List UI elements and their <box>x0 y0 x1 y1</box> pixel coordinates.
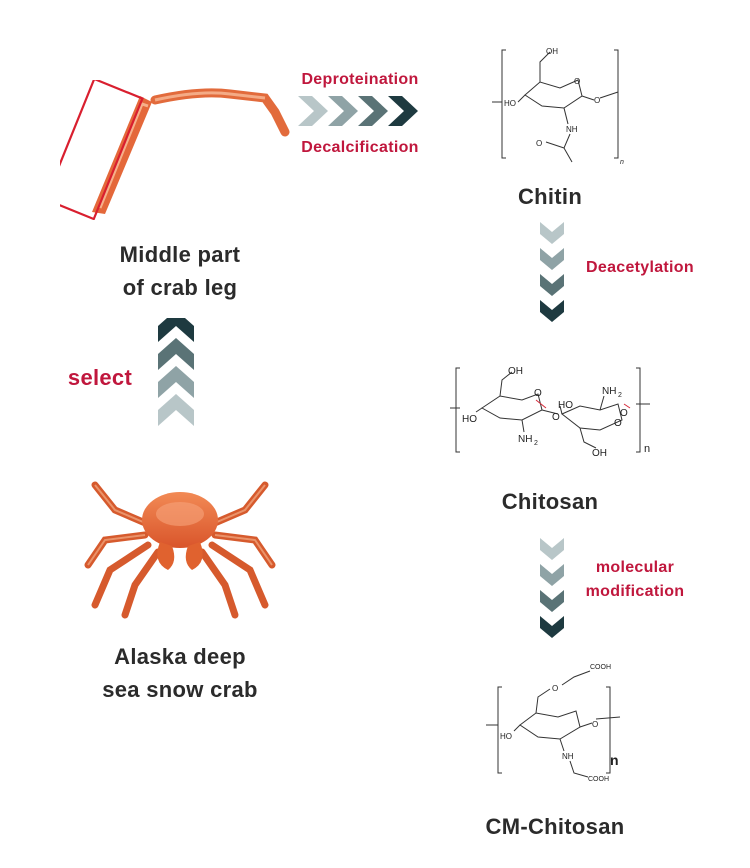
modification-label: molecular modification <box>585 559 685 600</box>
chitosan-o4: O <box>614 418 622 429</box>
chitosan-sub2-a: 2 <box>534 440 538 447</box>
chevron-up-icon <box>158 394 194 426</box>
chevron-down-icon <box>540 564 564 586</box>
deacetylation-label: Deacetylation <box>586 259 694 276</box>
cm-cooh-top: COOH <box>590 664 611 671</box>
chevron-right-icon <box>358 96 388 126</box>
cm-chitosan-structure: COOH O O HO NH COOH n <box>486 664 621 783</box>
chevron-down-icon <box>540 274 564 296</box>
chevron-right-icon <box>328 96 358 126</box>
chitin-o-ring: O <box>574 77 580 86</box>
chitosan-ho-right: HO <box>558 400 573 411</box>
chitosan-nh2-b: NH <box>602 386 616 397</box>
chitosan-n: n <box>644 443 650 455</box>
chitin-o-carbonyl: O <box>536 139 542 148</box>
chevron-right-icon <box>298 96 328 126</box>
chitosan-o2: O <box>552 412 560 423</box>
cm-ho-left: HO <box>500 732 512 741</box>
chitin-n: n <box>620 159 624 166</box>
chevron-down-icon <box>540 538 564 560</box>
chitosan-structure: OH HO O O NH 2 NH 2 HO O O OH n <box>450 366 650 459</box>
cm-o-ring: O <box>592 720 598 729</box>
deacetylation-chevrons <box>540 222 564 322</box>
cm-chitosan-label: CM-Chitosan <box>485 814 625 839</box>
process-chevrons-right <box>298 96 418 126</box>
chitosan-o3: O <box>620 408 628 419</box>
snow-crab-image <box>84 481 276 619</box>
chitosan-nh2-a: NH <box>518 434 532 445</box>
cm-n: n <box>610 752 619 768</box>
decalcification-label: Decalcification <box>301 139 419 156</box>
crab-leg-image <box>60 80 290 220</box>
deproteination-label: Deproteination <box>301 71 419 88</box>
select-label: select <box>67 365 133 390</box>
cm-o-ether: O <box>552 684 558 693</box>
chitosan-sub2-b: 2 <box>618 392 622 399</box>
chevron-right-icon <box>388 96 418 126</box>
chevron-down-icon <box>540 300 564 322</box>
chitin-o-link: O <box>594 96 600 105</box>
cm-nh: NH <box>562 752 574 761</box>
leg-label: Middle part of crab leg <box>119 242 241 300</box>
chevron-down-icon <box>540 248 564 270</box>
chitin-label: Chitin <box>517 184 583 209</box>
chitin-oh-top: OH <box>546 47 558 56</box>
chevron-down-icon <box>540 222 564 244</box>
chevron-up-icon <box>158 366 194 398</box>
cm-cooh-bottom: COOH <box>588 776 609 783</box>
chitosan-oh-bottom: OH <box>592 448 607 459</box>
chitosan-o1: O <box>534 388 542 399</box>
chitin-nh: NH <box>566 125 578 134</box>
modification-chevrons <box>540 538 564 638</box>
select-chevrons <box>158 318 194 426</box>
chevron-up-icon <box>158 318 194 342</box>
chevron-down-icon <box>540 616 564 638</box>
chitosan-label: Chitosan <box>501 489 599 514</box>
chitin-structure: OH HO O O NH O n <box>492 47 624 166</box>
chitosan-ho-left: HO <box>462 414 477 425</box>
crab-label: Alaska deep sea snow crab <box>102 644 258 702</box>
chevron-down-icon <box>540 590 564 612</box>
chevron-up-icon <box>158 338 194 370</box>
chitin-ho-left: HO <box>504 99 516 108</box>
chitosan-oh-top: OH <box>508 366 523 377</box>
